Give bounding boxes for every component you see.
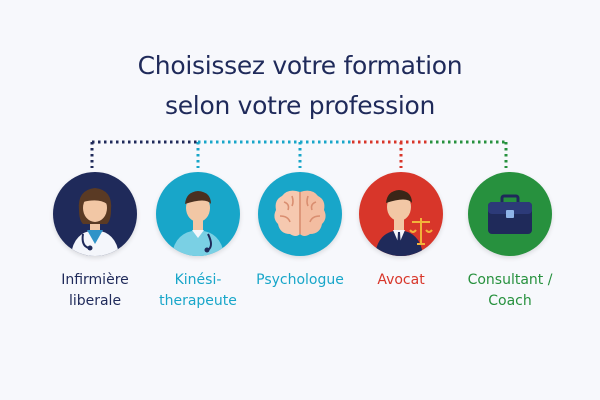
- profession-label: Consultant / Coach: [467, 272, 553, 309]
- profession-card-nurse[interactable]: Infirmière liberale: [45, 172, 145, 312]
- profession-label: Kinési- therapeute: [159, 272, 237, 309]
- briefcase-icon: [468, 172, 552, 256]
- lawyer-icon: [359, 172, 443, 256]
- profession-card-lawyer[interactable]: Avocat: [351, 172, 451, 291]
- nurse-icon: [53, 172, 137, 256]
- page-title: Choisissez votre formation selon votre p…: [0, 46, 600, 126]
- title-line-2: selon votre profession: [165, 91, 435, 120]
- profession-label: Infirmière liberale: [61, 272, 129, 309]
- physiotherapist-icon: [156, 172, 240, 256]
- profession-label: Avocat: [377, 272, 425, 288]
- profession-card-consultant[interactable]: Consultant / Coach: [460, 172, 560, 312]
- profession-card-psychologist[interactable]: Psychologue: [250, 172, 350, 291]
- brain-icon: [258, 172, 342, 256]
- profession-card-physiotherapist[interactable]: Kinési- therapeute: [148, 172, 248, 312]
- title-line-1: Choisissez votre formation: [137, 51, 463, 80]
- profession-label: Psychologue: [256, 272, 344, 288]
